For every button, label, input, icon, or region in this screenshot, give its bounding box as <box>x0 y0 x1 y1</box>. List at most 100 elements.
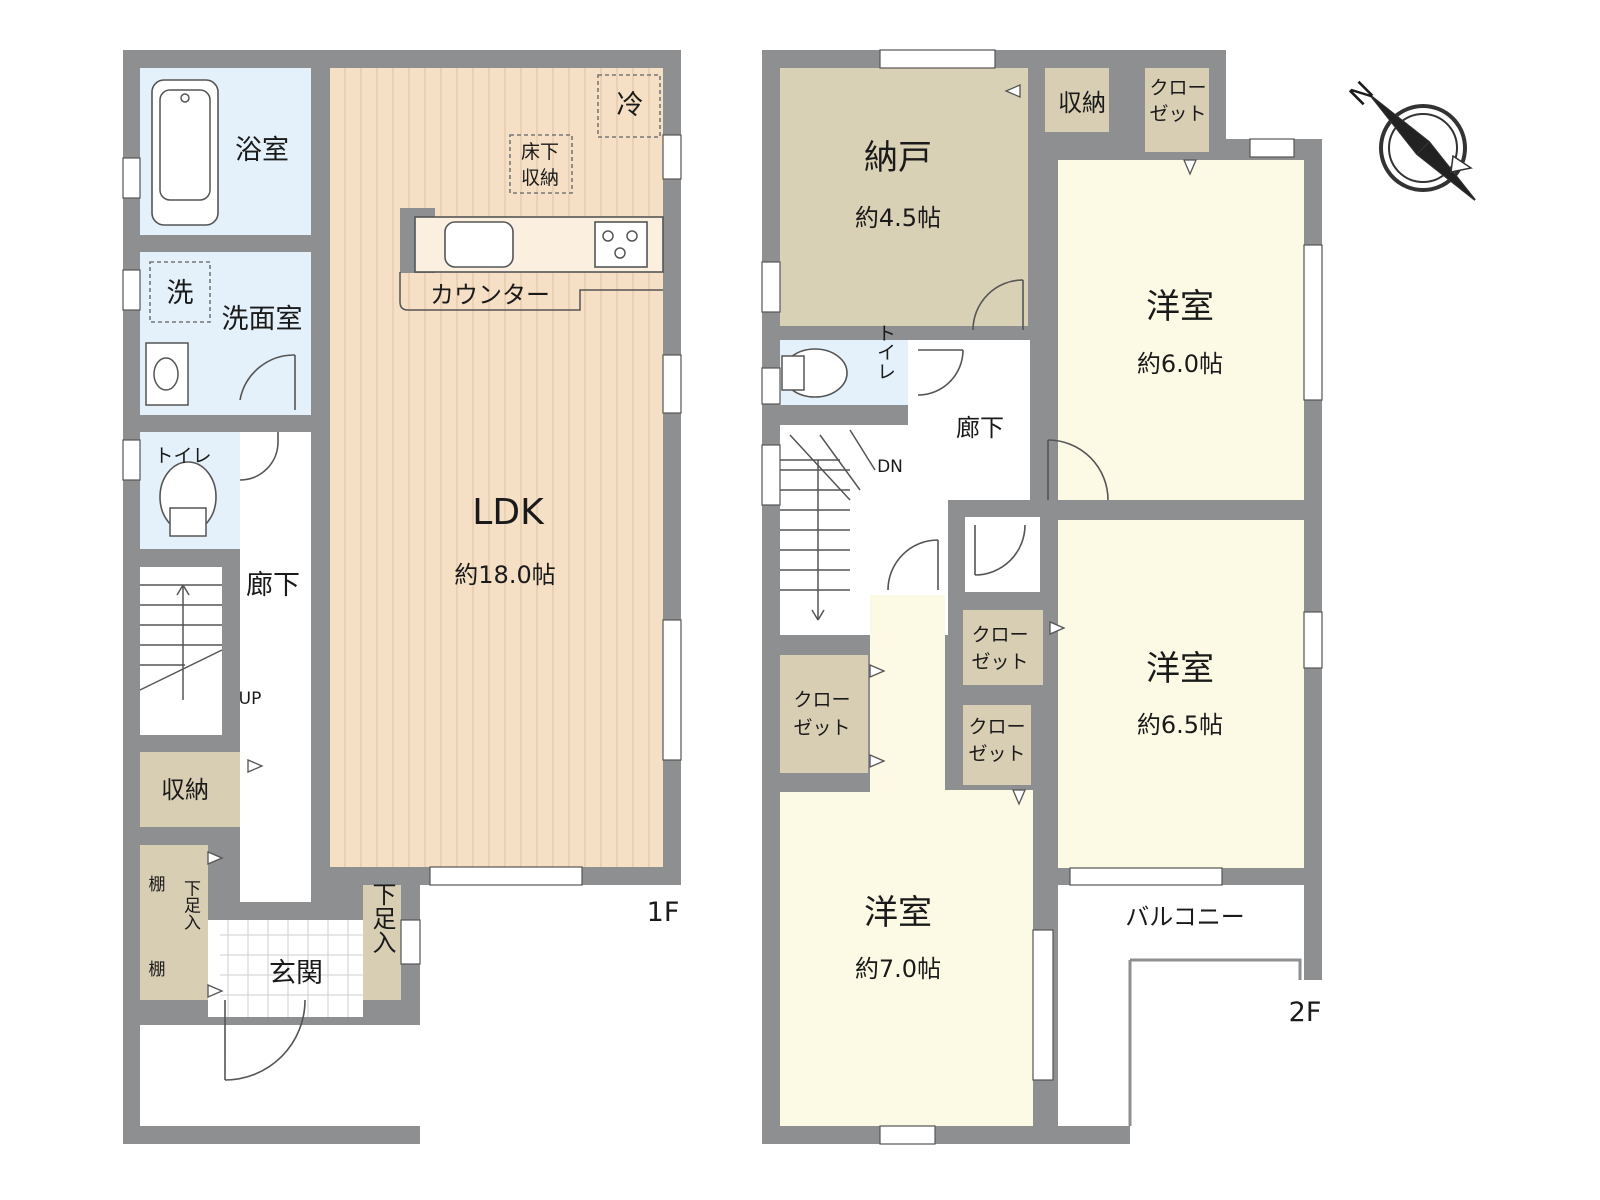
balcony-floor <box>1058 885 1304 1126</box>
washroom-label: 洗面室 <box>222 304 303 335</box>
window <box>879 1125 936 1145</box>
compass-icon <box>1370 95 1476 201</box>
closet-mid-floor <box>963 610 1043 685</box>
window <box>122 157 141 199</box>
entrance-floor <box>208 920 363 1017</box>
ldk-size: 約18.0帖 <box>454 561 555 589</box>
room-b-floor <box>1058 520 1304 868</box>
shoe-storage-label: 下足入 <box>368 882 396 954</box>
underfloor-storage-line1: 床下 <box>521 141 559 163</box>
shoe-marker-icon <box>207 984 224 998</box>
room-c-size: 約7.0帖 <box>855 955 941 983</box>
storage-2f-label: 収納 <box>1058 89 1106 117</box>
toilet-door-swing <box>239 432 279 481</box>
window <box>662 354 682 414</box>
ldk-floorboards <box>344 68 650 867</box>
counter-bar <box>399 272 663 311</box>
room-a-door-swing <box>1047 439 1109 501</box>
stove-icon <box>594 221 648 268</box>
stairs-1f-floor <box>140 567 222 735</box>
room-b-size: 約6.5帖 <box>1137 711 1223 739</box>
window <box>1303 244 1323 401</box>
porch-floor <box>140 1025 420 1126</box>
floor-1: LDK 約18.0帖 冷 床下 収納 カウンター 浴室 洗 洗面室 トイレ 廊下… <box>122 50 682 1144</box>
room-b-door-swing <box>974 524 1026 576</box>
hallway-2f-label: 廊下 <box>956 414 1004 442</box>
nando-floor <box>780 68 1028 326</box>
storage-1f-floor <box>140 752 240 827</box>
storage-marker-icon <box>247 759 264 773</box>
window <box>662 619 682 761</box>
window <box>1032 929 1054 1081</box>
shoe-marker-icon <box>207 851 224 865</box>
burner-icon <box>614 247 626 259</box>
closet-left-line1: クロー <box>793 689 850 711</box>
window <box>122 439 141 481</box>
bathtub-inner <box>159 89 211 201</box>
closet-lower-line2: ゼット <box>968 743 1025 765</box>
entrance-tiles <box>220 920 363 1017</box>
window <box>761 367 781 405</box>
floor-1-label: 1F <box>647 897 680 928</box>
room-b-label: 洋室 <box>1146 649 1214 689</box>
room-a-size: 約6.0帖 <box>1137 350 1223 378</box>
nando-label: 納戸 <box>864 138 932 178</box>
bathtub-icon <box>151 79 219 226</box>
shelf-top-label: 棚 <box>149 875 166 895</box>
washer-label: 洗 <box>167 278 194 309</box>
room-a-floor <box>1058 160 1304 500</box>
floor-1-outside <box>420 885 681 1144</box>
window <box>761 444 781 506</box>
balcony-label: バルコニー <box>1125 903 1245 931</box>
compass-north-label: N <box>1344 76 1380 112</box>
floor-2-label: 2F <box>1289 997 1322 1028</box>
washer-space <box>149 261 211 323</box>
underfloor-storage-box <box>509 134 573 194</box>
burner-icon <box>626 230 638 242</box>
floor-2-outside <box>1130 960 1322 1144</box>
fridge-label: 冷 <box>617 90 644 121</box>
stairs-2f <box>780 429 876 621</box>
stairs-dn-label: DN <box>877 457 903 477</box>
room-c-floor <box>780 595 1033 1126</box>
ldk-floor <box>330 68 663 867</box>
window <box>1303 611 1323 669</box>
nando-door-swing <box>972 279 1024 331</box>
balcony-rail <box>1128 958 1302 1126</box>
closet-top-floor <box>1145 68 1209 152</box>
shoe-storage-small-label: 下足入 <box>180 880 201 931</box>
window <box>1249 138 1295 158</box>
entrance-door-swing <box>224 999 306 1081</box>
hall-lower-floor <box>240 752 311 902</box>
fridge-space <box>597 74 661 138</box>
toilet-2f-label: トイレ <box>874 324 896 381</box>
room-c-door-swing <box>887 539 939 591</box>
toilet-tank <box>169 507 207 537</box>
closet-lower-floor <box>963 705 1031 785</box>
window <box>761 261 781 313</box>
burner-icon <box>602 230 614 242</box>
closet-lower-line1: クロー <box>968 716 1025 738</box>
shoe-storage-small-floor <box>174 845 208 1000</box>
entrance-label: 玄関 <box>269 958 323 989</box>
shelf-floor <box>140 845 174 1000</box>
toilet-1f-label: トイレ <box>154 445 211 467</box>
toilet-2f-door-swing <box>917 349 964 396</box>
counter-label: カウンター <box>430 281 550 309</box>
washroom-door-swing <box>239 354 296 410</box>
hallway-1f-label: 廊下 <box>246 570 300 601</box>
ldk-label: LDK <box>472 492 545 533</box>
window <box>662 134 682 180</box>
floor-2: 納戸 約4.5帖 収納 クロー ゼット 洋室 約6.0帖 洋室 約6.5帖 洋室… <box>207 49 1323 1145</box>
toilet-tank <box>781 355 805 391</box>
closet-marker-icon <box>1012 789 1026 806</box>
closet-mid-line1: クロー <box>971 624 1028 646</box>
sink-icon <box>444 221 514 268</box>
storage-2f-floor <box>1045 68 1109 132</box>
drain-icon <box>180 93 190 103</box>
window <box>879 49 996 69</box>
closet-left-floor <box>780 655 868 773</box>
storage-1f-label: 収納 <box>161 776 209 804</box>
stairs-1f <box>139 584 223 700</box>
